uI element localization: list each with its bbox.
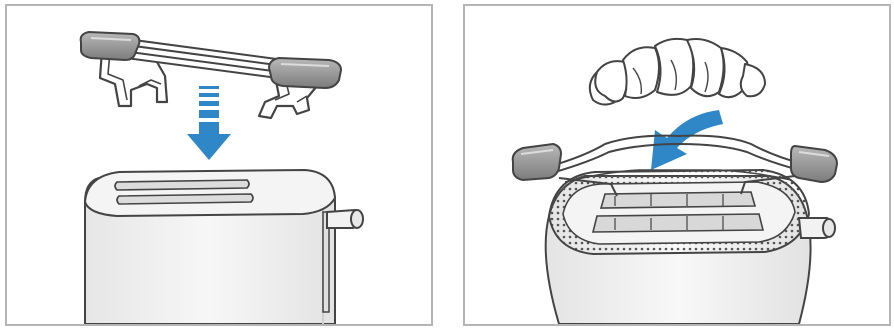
step-2-illustration bbox=[465, 6, 889, 324]
panel-step-1 bbox=[5, 4, 433, 326]
croissant bbox=[590, 39, 765, 105]
curved-down-arrow-icon bbox=[651, 110, 723, 170]
straight-down-arrow-icon bbox=[187, 86, 231, 160]
toaster bbox=[546, 170, 835, 324]
step-1-illustration bbox=[7, 6, 431, 324]
toaster bbox=[85, 170, 363, 324]
panel-step-2 bbox=[463, 4, 891, 326]
